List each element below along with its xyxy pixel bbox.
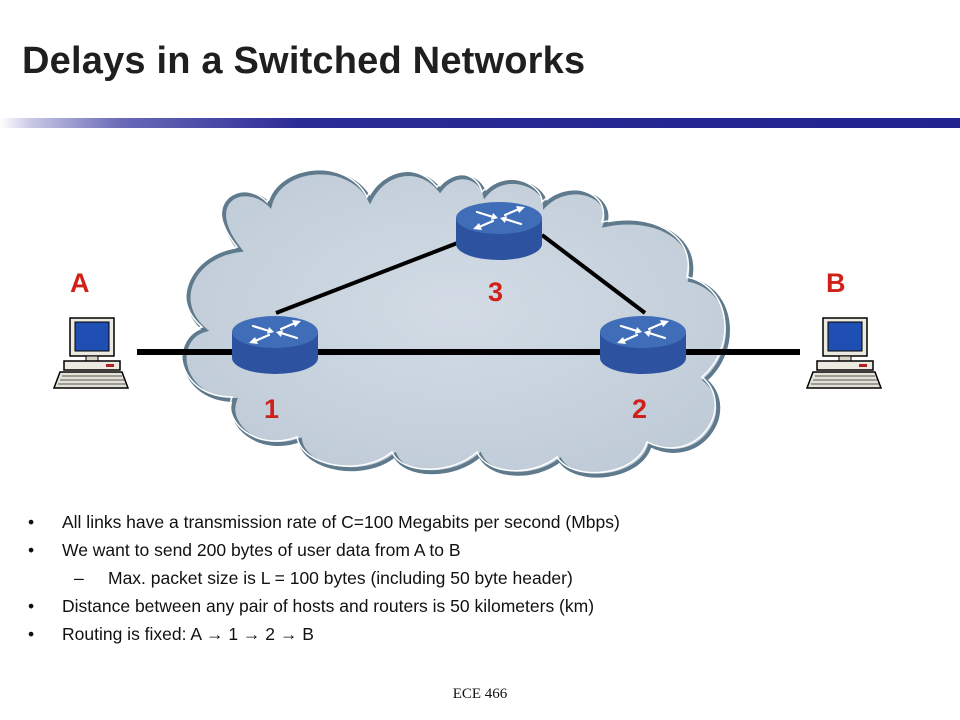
bullet-list: • All links have a transmission rate of C…: [28, 508, 928, 648]
bullet-text: Distance between any pair of hosts and r…: [62, 596, 595, 616]
bullet-marker: •: [28, 624, 35, 644]
router-2: [598, 314, 688, 376]
bullet-text: All links have a transmission rate of C=…: [62, 512, 620, 532]
link-1-3: [275, 240, 461, 315]
sub-bullet-item: – Max. packet size is L = 100 bytes (incl…: [28, 564, 928, 592]
host-B-computer: [806, 317, 882, 389]
slide-footer: ECE 466: [452, 686, 508, 702]
router-2-label: 2: [632, 394, 647, 424]
bullet-text: Routing is fixed: A → 1 → 2 → B: [62, 624, 314, 644]
links: [137, 233, 800, 355]
host-A-label: A: [70, 268, 90, 298]
router-1-label: 1: [264, 394, 279, 424]
bullet-item: • Distance between any pair of hosts and …: [28, 592, 928, 620]
link-3-2: [540, 233, 647, 315]
sub-bullet-marker: –: [74, 568, 84, 588]
network-diagram: A B 1 2 3: [53, 168, 882, 478]
slide-title: Delays in a Switched Networks: [22, 40, 586, 82]
bullet-item: • Routing is fixed: A → 1 → 2 → B: [28, 620, 928, 648]
bullet-marker: •: [28, 540, 35, 560]
bullet-item: • All links have a transmission rate of C…: [28, 508, 928, 536]
router-3: [454, 200, 544, 262]
title-underline: [0, 118, 960, 128]
router-3-label: 3: [488, 277, 503, 307]
router-1: [230, 314, 320, 376]
network-cloud: [180, 168, 730, 478]
host-A-computer: [53, 317, 129, 389]
bullet-marker: •: [28, 596, 35, 616]
bullet-text: Max. packet size is L = 100 bytes (inclu…: [108, 568, 573, 588]
bullet-text: We want to send 200 bytes of user data f…: [62, 540, 461, 560]
bullet-item: • We want to send 200 bytes of user data …: [28, 536, 928, 564]
host-B-label: B: [826, 268, 846, 298]
bullet-marker: •: [28, 512, 35, 532]
